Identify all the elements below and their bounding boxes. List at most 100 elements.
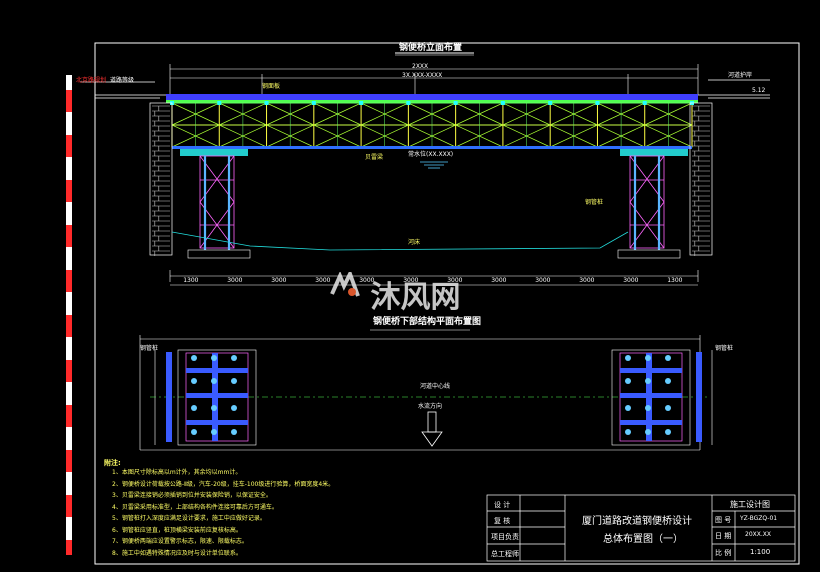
plan-pile xyxy=(645,355,651,361)
road-level-lines xyxy=(80,79,770,99)
left-piles xyxy=(203,156,231,250)
plan-pile xyxy=(211,378,217,384)
plan-left-pile-label: 钢管桩 xyxy=(140,345,159,352)
water-level-symbol xyxy=(420,161,448,169)
bottom-dimension-label: 3000 xyxy=(403,277,419,284)
tb-checker-label: 复 核 xyxy=(494,517,511,525)
plan-pile xyxy=(625,405,631,411)
plan-center-label: 河道中心线 xyxy=(420,383,451,390)
truss-joint xyxy=(642,101,647,105)
left-plan-pier xyxy=(166,349,257,446)
truss-diagonals xyxy=(171,102,693,148)
tb-stage-label: 施工设计图 xyxy=(730,500,770,509)
tb-scale-label: 比 例 xyxy=(715,549,732,557)
tb-engineer-label: 总工程师 xyxy=(491,550,519,558)
truss-joint xyxy=(453,101,458,105)
left-road-label: 道路等级 xyxy=(110,77,135,84)
truss-joint xyxy=(311,101,316,105)
bottom-dimension-label: 3000 xyxy=(359,277,375,284)
plan-pile xyxy=(191,405,197,411)
truss-joint xyxy=(500,101,505,105)
right-level-label: 5.12 xyxy=(752,87,766,94)
bottom-chord xyxy=(172,146,692,149)
right-pile-base xyxy=(617,249,681,259)
tb-date: 20XX.XX xyxy=(745,531,771,538)
note-line: 3、贝雷梁连接销必须插销到位并安装保险销，以保证安全。 xyxy=(112,492,272,499)
right-cap-beam xyxy=(620,149,688,156)
bottom-dimension-label: 3000 xyxy=(271,277,287,284)
plan-pile xyxy=(665,355,671,361)
tb-designer-label: 设 计 xyxy=(494,501,511,509)
bottom-dimension-label: 1300 xyxy=(183,277,199,284)
bottom-dimension-label: 3000 xyxy=(579,277,595,284)
truss-joint xyxy=(595,101,600,105)
right-plan-pier xyxy=(611,349,702,446)
tb-date-label: 日 期 xyxy=(715,532,732,540)
truss-verticals xyxy=(171,103,693,147)
truss-joint xyxy=(264,101,269,105)
plan-dimension-lines xyxy=(139,335,713,451)
plan-pile xyxy=(645,405,651,411)
sheet-frame xyxy=(94,42,800,565)
flow-direction-arrow xyxy=(421,411,443,447)
deck-beam xyxy=(166,100,698,103)
bottom-dimension-label: 3000 xyxy=(535,277,551,284)
plan-pile xyxy=(645,429,651,435)
top-dimension-lines xyxy=(169,64,699,95)
plan-pile xyxy=(231,429,237,435)
plan-pile xyxy=(211,405,217,411)
steel-deck-label: 钢面板 xyxy=(262,83,281,90)
plan-pile xyxy=(665,378,671,384)
bottom-dimension-label: 1300 xyxy=(667,277,683,284)
truss-joint xyxy=(548,101,553,105)
note-line: 5、钢管桩打入深度应满足设计要求，施工中应做好记录。 xyxy=(112,515,266,522)
bailey-beam-label: 贝雷梁 xyxy=(365,154,384,161)
plan-pile xyxy=(625,355,631,361)
watermark-text: 沐风网 xyxy=(370,280,461,315)
watermark-logo: 沐风网 xyxy=(330,272,460,316)
plan-pile xyxy=(191,429,197,435)
tb-drawing-title-1: 厦门道路改道钢便桥设计 xyxy=(582,516,692,527)
plan-pile xyxy=(191,355,197,361)
tb-drawing-no-label: 图 号 xyxy=(715,516,732,524)
truss-joint xyxy=(406,101,411,105)
elevation-title: 钢便桥立面布置 xyxy=(399,43,463,53)
tb-drawing-title-2: 总体布置图（一） xyxy=(603,534,683,545)
bottom-dimension-lines xyxy=(169,270,699,286)
plan-pile xyxy=(211,355,217,361)
title-block xyxy=(486,494,796,562)
left-bank-label: 北京路规划 xyxy=(76,77,107,84)
left-pile-base xyxy=(187,249,251,259)
right-piles xyxy=(633,156,661,250)
note-line: 2、钢便桥设计荷载按公路-Ⅱ级，汽车-20级，挂车-100级进行验算，桥面宽度4… xyxy=(112,480,335,488)
note-line: 4、贝雷梁采用标准型，上部结构各构件连接可靠后方可通车。 xyxy=(112,503,278,511)
bottom-dimension-label: 3000 xyxy=(491,277,507,284)
plan-pile xyxy=(211,429,217,435)
plan-pile xyxy=(625,378,631,384)
tb-drawing-no: YZ-BGZQ-01 xyxy=(740,515,778,522)
bottom-dimension-label: 3000 xyxy=(227,277,243,284)
plan-pile xyxy=(625,429,631,435)
riverbed-line xyxy=(171,231,629,251)
top-dimension-total: 2XXX xyxy=(412,63,429,70)
plan-pile xyxy=(645,378,651,384)
water-level-label: 常水位(XX.XXX) xyxy=(408,151,454,158)
plan-pile xyxy=(231,405,237,411)
note-line: 1、本图尺寸除标高以m计外，其余均以mm计。 xyxy=(112,469,242,476)
bridge-deck xyxy=(166,94,698,100)
notes-title: 附注: xyxy=(104,459,121,467)
plan-pile xyxy=(665,429,671,435)
tb-scale: 1:100 xyxy=(750,548,771,556)
note-line: 8、施工中如遇特殊情况应及时与设计单位联系。 xyxy=(112,549,242,557)
note-line: 6、钢管桩应竖直，桩顶横梁安装前应复核标高。 xyxy=(112,526,242,534)
note-line: 7、钢便桥两端应设置警示标志，限速、限载标志。 xyxy=(112,538,248,545)
plan-pile xyxy=(231,355,237,361)
bottom-dimension-label: 3000 xyxy=(623,277,639,284)
flow-direction-label: 水流方向 xyxy=(418,403,443,410)
plan-pile xyxy=(665,405,671,411)
bottom-dimension-label: 3000 xyxy=(315,277,331,284)
right-abutment xyxy=(689,102,713,256)
left-scale-strip xyxy=(66,75,72,555)
